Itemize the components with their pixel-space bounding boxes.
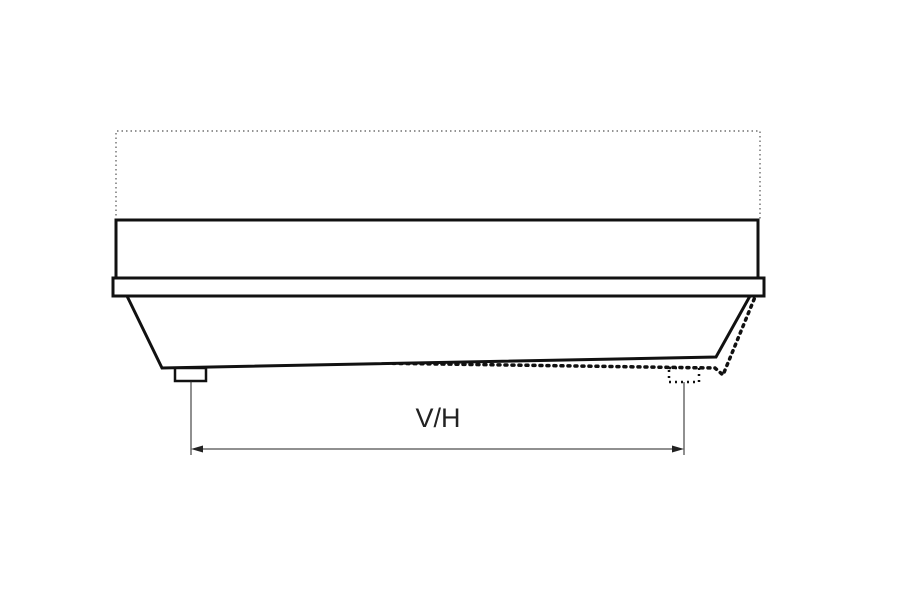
top-frame [114,218,760,280]
left-arrowhead [191,445,203,453]
dimension-label: V/H [415,403,460,433]
left-mounting-foot [173,366,208,383]
right-mounting-foot-dotted [667,366,701,384]
flange-strip [111,276,766,298]
tray-body [124,294,753,370]
right-arrowhead [672,445,684,453]
dotted-top-outline [115,130,761,220]
